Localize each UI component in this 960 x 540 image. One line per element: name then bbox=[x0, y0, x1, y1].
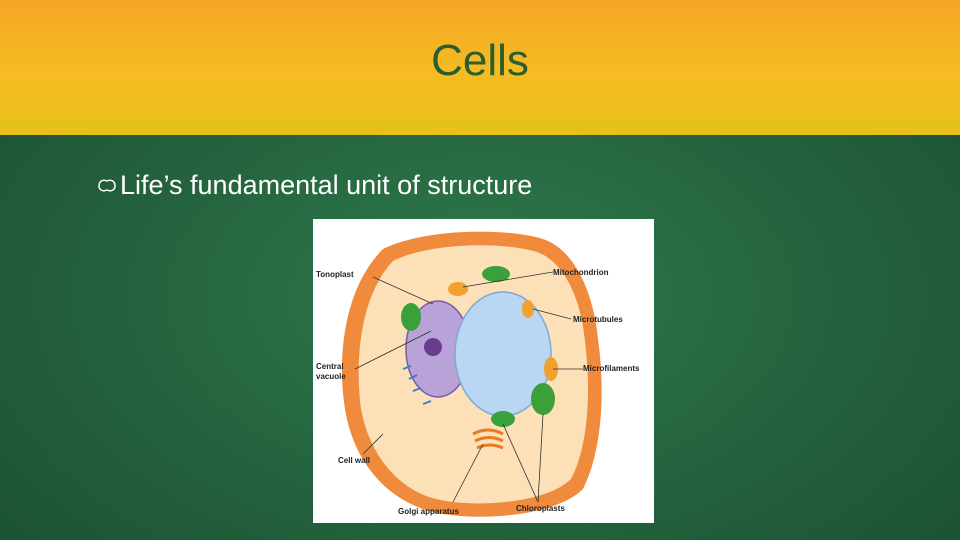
microtubules-shape bbox=[402, 365, 432, 405]
label-microtubules: Microtubules bbox=[573, 315, 623, 324]
chloroplast-2 bbox=[482, 266, 510, 282]
banner-rough-edge bbox=[0, 118, 960, 134]
plant-cell-diagram: Tonoplast Mitochondrion Microtubules Cen… bbox=[313, 219, 654, 523]
label-microfilaments: Microfilaments bbox=[583, 364, 640, 373]
label-mitochondrion: Mitochondrion bbox=[553, 268, 609, 277]
mitochondrion-2 bbox=[544, 357, 558, 381]
label-chloroplasts: Chloroplasts bbox=[516, 504, 565, 513]
chloroplast-3 bbox=[531, 383, 555, 415]
label-central-vacuole-1: Central bbox=[316, 362, 344, 371]
leader-lines bbox=[354, 271, 583, 503]
mitochondrion-1 bbox=[448, 282, 468, 296]
vacuole-core bbox=[424, 338, 442, 356]
chloroplast-1 bbox=[401, 303, 421, 331]
bullet-text: Life’s fundamental unit of structure bbox=[120, 170, 533, 200]
slide-title: Cells bbox=[431, 36, 529, 85]
label-golgi-apparatus: Golgi apparatus bbox=[398, 507, 459, 516]
label-cell-wall: Cell wall bbox=[338, 456, 370, 465]
label-tonoplast: Tonoplast bbox=[316, 270, 354, 279]
bullet-item: Life’s fundamental unit of structure bbox=[96, 170, 532, 201]
golgi-shape bbox=[472, 428, 504, 450]
chloroplast-4 bbox=[491, 411, 515, 427]
label-central-vacuole-2: vacuole bbox=[316, 372, 346, 381]
bullet-icon bbox=[98, 178, 116, 192]
header-banner bbox=[0, 0, 960, 135]
plant-cell-illustration: Tonoplast Mitochondrion Microtubules Cen… bbox=[316, 231, 640, 517]
mitochondrion-3 bbox=[522, 300, 534, 318]
